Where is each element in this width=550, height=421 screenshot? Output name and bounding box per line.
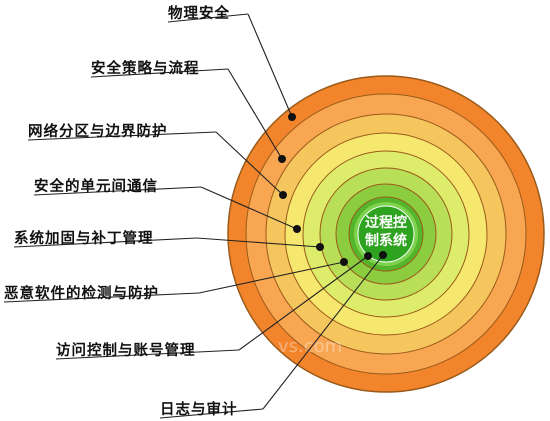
layer-4-label: 安全的单元间通信 — [34, 177, 158, 195]
layer-8-dot — [379, 251, 387, 259]
layer-3-leader-line — [215, 131, 284, 196]
watermark-text: vs.com — [278, 336, 342, 357]
layer-labels: 物理安全安全策略与流程网络分区与边界防护安全的单元间通信系统加固与补丁管理恶意软… — [4, 4, 238, 418]
layer-2-label-underline — [90, 68, 229, 78]
layer-7-label-underline — [55, 349, 240, 360]
layer-6-dot — [340, 258, 348, 266]
core-process-control-system: 过程控 制系统 — [365, 214, 407, 249]
core-label-line2: 制系统 — [365, 232, 407, 249]
layer-5-dot — [316, 243, 324, 251]
layer-1-label: 物理安全 — [168, 4, 230, 22]
layer-5-label-underline — [13, 237, 198, 248]
layer-rings — [227, 75, 545, 393]
layer-1-label-underline — [167, 13, 249, 23]
layer-1-leader-line — [247, 13, 293, 118]
layer-7-dot — [364, 252, 372, 260]
layer-5-label: 系统加固与补丁管理 — [14, 229, 154, 247]
layer-3-dot — [279, 191, 287, 199]
layer-8-leader-line — [262, 254, 384, 410]
layer-1-dot — [288, 113, 296, 121]
leader-lines — [3, 13, 387, 419]
layer-8-label: 日志与审计 — [160, 400, 238, 418]
layer-5-leader-line — [196, 237, 321, 248]
layer-4-label-underline — [33, 186, 202, 196]
layer-7-label: 访问控制与账号管理 — [56, 341, 196, 359]
layer-3-label: 网络分区与边界防护 — [28, 122, 168, 140]
layer-2-label: 安全策略与流程 — [91, 59, 200, 77]
layer-3-label-underline — [27, 131, 217, 141]
layer-4-dot — [293, 225, 301, 233]
layer-6-leader-line — [198, 261, 345, 294]
layer-2-leader-line — [227, 68, 283, 160]
core-label-line1: 过程控 — [365, 214, 407, 231]
layer-7-leader-line — [238, 255, 369, 351]
layer-6-label-underline — [3, 292, 200, 303]
layer-6-label: 恶意软件的检测与防护 — [4, 284, 159, 302]
core-circle — [357, 205, 415, 263]
layer-2-dot — [278, 155, 286, 163]
layer-8-label-underline — [159, 408, 264, 419]
layer-4-leader-line — [200, 186, 298, 230]
